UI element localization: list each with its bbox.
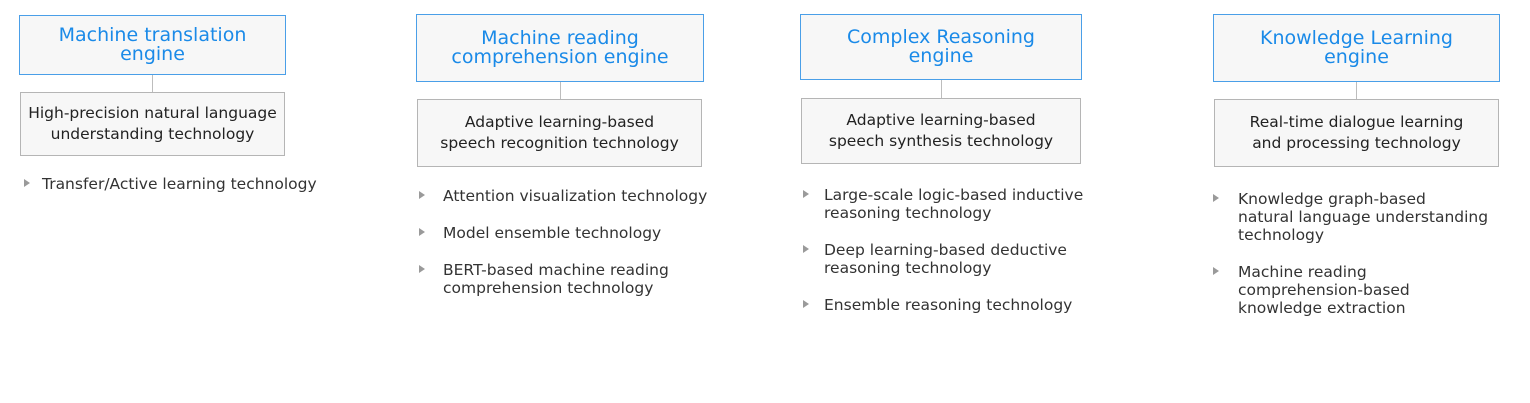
tech-line: Adaptive learning-based [464,113,655,131]
triangle-bullet-icon [803,245,809,253]
bullet-text-line: comprehension technology [443,279,654,297]
bullet-text-line: Attention visualization technology [443,187,708,205]
bullet-text-line: natural language understanding [1238,208,1489,226]
column-machine-reading: Machine reading comprehension engine Ada… [416,0,756,403]
bullet-item: Knowledge graph-based natural language u… [1213,190,1527,244]
bullet-text-line: comprehension-based [1238,281,1410,299]
column-knowledge-learning: Knowledge Learning engine Real-time dial… [1213,0,1528,403]
connector-line [152,75,153,92]
triangle-bullet-icon [803,300,809,308]
bullet-text-line: Transfer/Active learning technology [42,175,317,193]
engine-title-line: engine [908,45,974,67]
engine-title-line: engine [1324,46,1389,68]
engine-box-machine-reading: Machine reading comprehension engine [416,14,704,82]
tech-box-knowledge-learning: Real-time dialogue learning and processi… [1214,99,1499,167]
tech-line: High-precision natural language [28,104,277,122]
bullet-item: Model ensemble technology [419,224,754,242]
tech-line: speech recognition technology [440,134,679,152]
bullet-text-line: Large-scale logic-based inductive [824,186,1084,204]
bullet-text-line: Knowledge graph-based [1238,190,1426,208]
connector-line [1356,82,1357,99]
tech-box-machine-translation: High-precision natural language understa… [20,92,285,156]
bullet-list: Transfer/Active learning technology [24,175,339,193]
triangle-bullet-icon [803,190,809,198]
bullet-item: BERT-based machine reading comprehension… [419,261,754,297]
bullet-text-line: Ensemble reasoning technology [824,296,1073,314]
tech-box-complex-reasoning: Adaptive learning-based speech synthesis… [801,98,1081,164]
triangle-bullet-icon [24,179,30,187]
bullet-text-line: BERT-based machine reading [443,261,669,279]
tech-line: understanding technology [50,125,255,143]
bullet-item: Transfer/Active learning technology [24,175,339,193]
bullet-item: Machine reading comprehension-based know… [1213,263,1527,317]
triangle-bullet-icon [1213,267,1219,275]
engine-box-knowledge-learning: Knowledge Learning engine [1213,14,1500,82]
engine-box-complex-reasoning: Complex Reasoning engine [800,14,1082,80]
bullet-item: Ensemble reasoning technology [803,296,1128,314]
bullet-item: Large-scale logic-based inductive reason… [803,186,1128,222]
bullet-text-line: Model ensemble technology [443,224,662,242]
bullet-text-line: reasoning technology [824,259,992,277]
column-complex-reasoning: Complex Reasoning engine Adaptive learni… [800,0,1130,403]
engine-title-line: Machine reading [481,27,639,49]
bullet-list: Attention visualization technology Model… [419,187,754,297]
triangle-bullet-icon [419,265,425,273]
engine-title-line: Complex Reasoning [846,26,1035,48]
bullet-list: Knowledge graph-based natural language u… [1213,190,1527,317]
bullet-text-line: technology [1238,226,1325,244]
bullet-item: Attention visualization technology [419,187,754,205]
tech-box-machine-reading: Adaptive learning-based speech recogniti… [417,99,702,167]
engine-title-line: Knowledge Learning [1260,27,1453,49]
triangle-bullet-icon [1213,194,1219,202]
engine-box-machine-translation: Machine translation engine [19,15,286,75]
engine-title-line: engine [120,43,185,65]
bullet-list: Large-scale logic-based inductive reason… [803,186,1128,314]
tech-line: Real-time dialogue learning [1249,113,1464,131]
engine-title-line: comprehension engine [451,46,669,68]
bullet-text-line: Machine reading [1238,263,1367,281]
bullet-item: Deep learning-based deductive reasoning … [803,241,1128,277]
tech-line: and processing technology [1252,134,1461,152]
triangle-bullet-icon [419,191,425,199]
bullet-text-line: knowledge extraction [1238,299,1406,317]
triangle-bullet-icon [419,228,425,236]
connector-line [941,80,942,98]
bullet-text-line: reasoning technology [824,204,992,222]
bullet-text-line: Deep learning-based deductive [824,241,1067,259]
tech-line: Adaptive learning-based [846,111,1036,129]
connector-line [560,82,561,99]
tech-line: speech synthesis technology [828,132,1054,150]
engine-title-line: Machine translation [58,24,247,46]
column-machine-translation: Machine translation engine High-precisio… [19,0,339,403]
